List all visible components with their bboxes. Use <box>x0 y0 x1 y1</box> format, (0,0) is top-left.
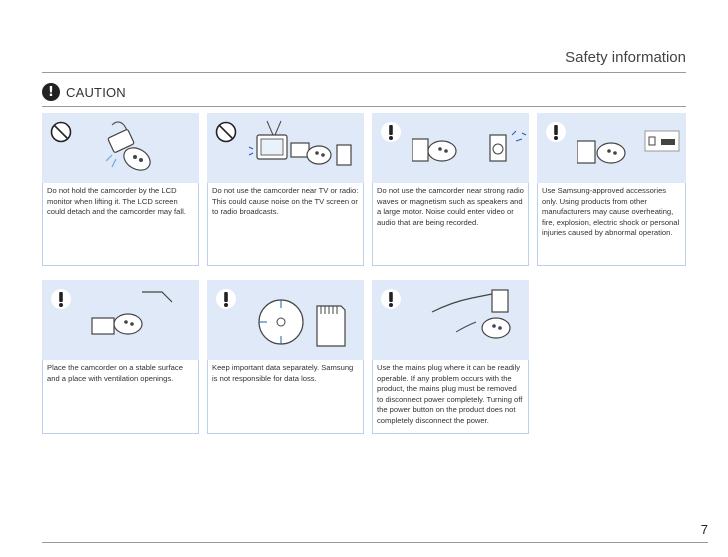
card-illustration-panel <box>207 113 364 183</box>
page-number: 7 <box>700 522 708 537</box>
caution-heading: ! CAUTION <box>42 83 126 101</box>
safety-card-6: Keep important data separately. Samsung … <box>207 280 364 434</box>
card-illustration-panel <box>207 280 364 360</box>
caution-label: CAUTION <box>66 84 126 100</box>
safety-card-5: Place the camcorder on a stable surface … <box>42 280 199 434</box>
mandatory-icon <box>381 122 401 142</box>
card-illustration-panel <box>537 113 686 183</box>
card-text: Use the mains plug where it can be readi… <box>372 360 529 434</box>
mandatory-icon <box>381 289 401 309</box>
footer-rule <box>42 542 708 543</box>
mandatory-icon <box>546 122 566 142</box>
card-illustration-panel <box>42 280 199 360</box>
safety-card-1: Do not hold the camcorder by the LCD mon… <box>42 113 199 266</box>
card-illustration-panel <box>42 113 199 183</box>
prohibited-icon <box>215 121 237 143</box>
card-illustration-panel <box>372 280 529 360</box>
safety-card-3: Do not use the camcorder near strong rad… <box>372 113 529 266</box>
mains-plug-illustration <box>431 289 511 339</box>
mandatory-icon <box>51 289 71 309</box>
safety-card-2: Do not use the camcorder near TV or radi… <box>207 113 364 266</box>
card-text: Do not use the camcorder near strong rad… <box>372 183 529 266</box>
card-text: Do not use the camcorder near TV or radi… <box>207 183 364 266</box>
safety-card-7: Use the mains plug where it can be readi… <box>372 280 529 434</box>
camcorder-on-stable-surface-illustration <box>91 291 173 335</box>
page-header-title: Safety information <box>565 49 686 66</box>
card-illustration-panel <box>372 113 529 183</box>
caution-icon: ! <box>42 83 60 101</box>
card-text: Use Samsung-approved accessories only. U… <box>537 183 686 266</box>
card-text: Place the camcorder on a stable surface … <box>42 360 199 434</box>
camcorder-near-tv-and-radio-illustration <box>248 120 352 166</box>
caution-rule <box>42 106 686 107</box>
camcorder-near-speaker-illustration <box>412 130 527 162</box>
card-text: Keep important data separately. Samsung … <box>207 360 364 434</box>
card-text: Do not hold the camcorder by the LCD mon… <box>42 183 199 266</box>
camcorder-lifted-by-lcd-illustration <box>105 121 151 171</box>
safety-card-4: Use Samsung-approved accessories only. U… <box>537 113 686 266</box>
prohibited-icon <box>50 121 72 143</box>
mandatory-icon <box>216 289 236 309</box>
header-rule <box>42 72 686 73</box>
camcorder-with-accessories-illustration <box>577 130 680 164</box>
disc-and-memory-card-illustration <box>258 299 346 347</box>
